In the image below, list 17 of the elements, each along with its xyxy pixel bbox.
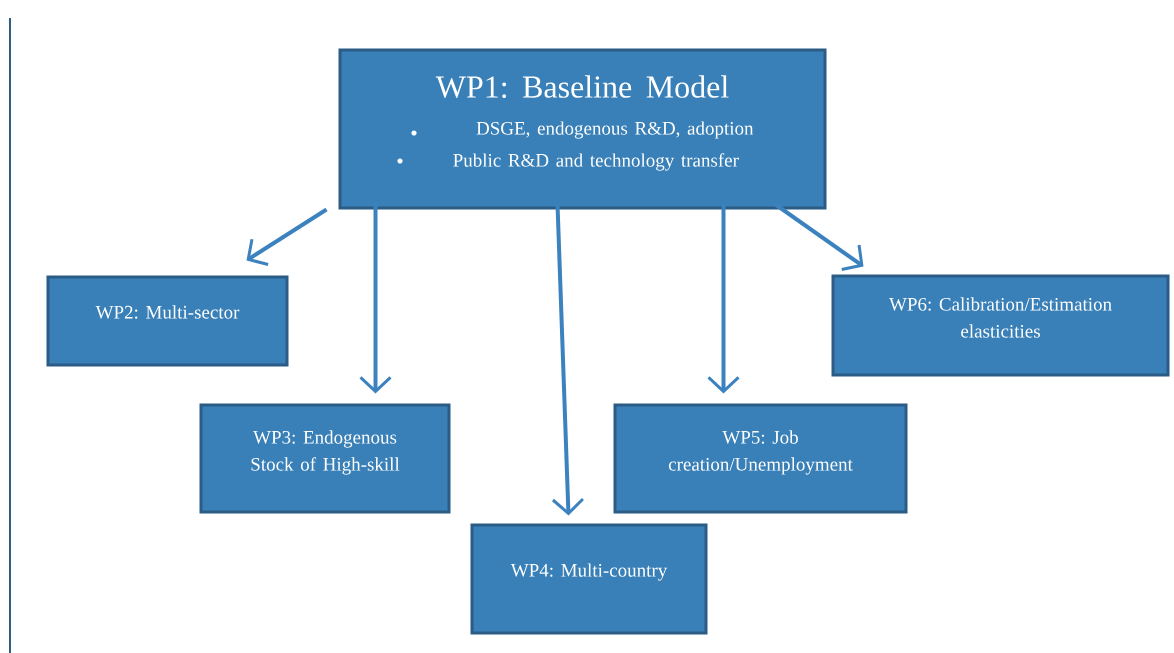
process-box bbox=[831, 274, 1170, 377]
box-text: WP1: Baseline Model DSGE, endogenous R&D, adoption Public R&D and technology transfer bbox=[435, 75, 754, 171]
process-box bbox=[613, 403, 908, 514]
arrow bbox=[551, 204, 584, 516]
box-text: WP6: Calibration/Estimation elasticities bbox=[889, 297, 1112, 338]
arrow bbox=[359, 204, 392, 394]
box-text: WP5: Job creation/Unemployment bbox=[668, 430, 853, 475]
process-box bbox=[470, 523, 708, 635]
title-box bbox=[338, 48, 827, 210]
box-text: WP2: Multi-sector bbox=[95, 305, 240, 319]
process-box bbox=[199, 403, 451, 514]
arrow bbox=[774, 202, 864, 271]
arrow bbox=[707, 204, 740, 394]
process-box bbox=[46, 275, 289, 367]
box-text: WP3: Endogenous Stock of High-skill bbox=[251, 430, 400, 475]
box-text: WP4: Multi-country bbox=[510, 563, 668, 581]
arrow bbox=[246, 207, 328, 266]
